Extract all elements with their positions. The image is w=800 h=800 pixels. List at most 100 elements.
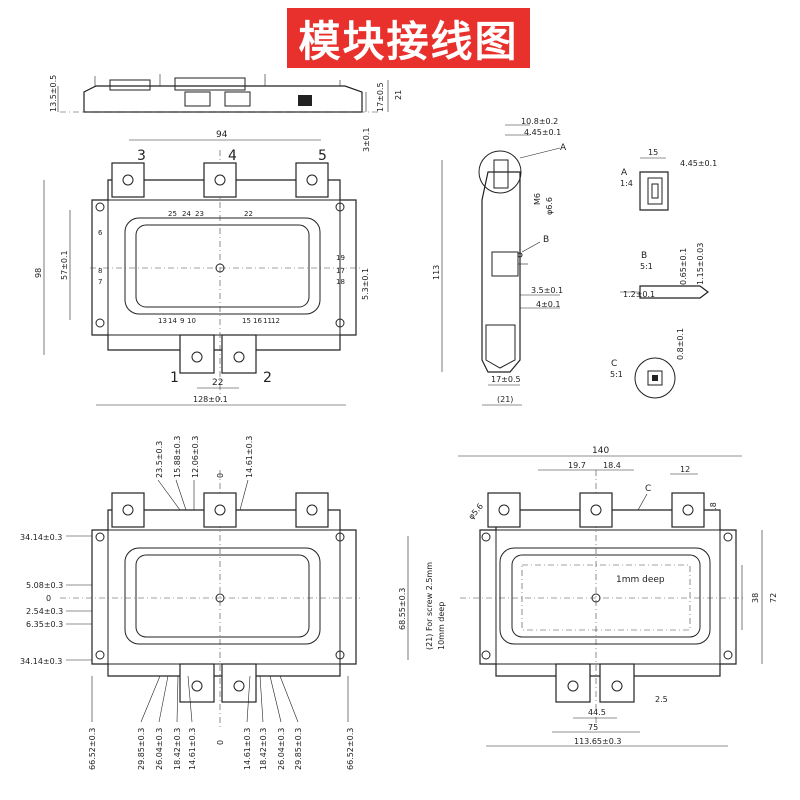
- v4-dim-140: 140: [592, 446, 609, 456]
- dim-57: 57±0.1: [60, 250, 69, 280]
- side-dim-4: 4±0.1: [536, 300, 561, 309]
- side-view: 10.8±0.2 4.45±0.1 A M6 φ6.6 B 113 3.5±0.…: [432, 117, 567, 406]
- pin-9: 9: [180, 317, 184, 325]
- pin-15: 15: [242, 317, 251, 325]
- pin-17: 17: [336, 267, 345, 275]
- v3-bottom-dim-0: 0: [216, 740, 225, 745]
- view-3-plan: 23.5±0.3 15.88±0.3 12.06±0.3 0 14.61±0.3…: [20, 436, 360, 770]
- terminal-1-label: 1: [170, 370, 179, 386]
- v4-dim-19-7: 19.7: [568, 461, 586, 470]
- side-dim-m6: M6: [533, 193, 542, 205]
- side-dim-21: (21): [497, 395, 513, 404]
- page-title: 模块接线图: [287, 8, 530, 68]
- view-1-plan: 94 3±0.1 3 4 5 25 24 23 22 6 8 7 19: [34, 127, 371, 406]
- pin-8: 8: [98, 267, 102, 275]
- detail-b-dim-0-65: 0.65±0.1: [679, 248, 688, 285]
- detail-a-scale: 1:4: [620, 179, 633, 188]
- side-dim-10-8: 10.8±0.2: [521, 117, 558, 126]
- v3-top-dim-14-61: 14.61±0.3: [245, 436, 254, 478]
- v3-bottom-dim-66-52-right: 66.52±0.3: [346, 728, 355, 770]
- side-dim-4-45: 4.45±0.1: [524, 128, 561, 137]
- top-dim-right-2: 21: [394, 90, 403, 100]
- pin-11: 11: [263, 317, 272, 325]
- pin-19: 19: [336, 254, 345, 262]
- v3-bottom-dim-29-85-left: 29.85±0.3: [137, 728, 146, 770]
- side-label-a: A: [560, 143, 567, 153]
- v4-dim-72: 72: [769, 593, 778, 603]
- side-label-b: B: [543, 235, 549, 245]
- top-dim-left: 13.5±0.5: [49, 75, 58, 112]
- pin-7: 7: [98, 278, 102, 286]
- detail-a: A 1:4 15 4.45±0.1: [620, 148, 717, 211]
- detail-c-dim-0-8: 0.8±0.1: [676, 328, 685, 360]
- pin-12: 12: [271, 317, 280, 325]
- v3-bottom-dim-66-52-left: 66.52±0.3: [88, 728, 97, 770]
- v3-bottom-dim-26-04-left: 26.04±0.3: [155, 728, 164, 770]
- detail-c: C 5:1 0.8±0.1: [610, 328, 685, 399]
- v4-screw-note-1: (21) For screw 2.5mm: [425, 562, 434, 650]
- detail-b-dim-1-15: 1.15±0.03: [696, 243, 705, 285]
- side-dim-113: 113: [432, 265, 441, 280]
- v4-dim-12: 12: [680, 465, 690, 474]
- terminal-3-label: 3: [137, 148, 146, 164]
- detail-c-scale: 5:1: [610, 370, 623, 379]
- detail-b: B 5:1 0.65±0.1 1.15±0.03 1.2±0.1: [620, 243, 709, 299]
- pin-25: 25: [168, 210, 177, 218]
- pin-10: 10: [187, 317, 196, 325]
- v4-label-c: C: [645, 484, 651, 494]
- dim-94: 94: [216, 130, 228, 140]
- terminal-4-label: 4: [228, 148, 237, 164]
- v3-top-dim-12-06: 12.06±0.3: [191, 436, 200, 478]
- v4-dim-68-55: 68.55±0.3: [398, 588, 407, 630]
- v4-screw-note-2: 10mm deep: [437, 602, 446, 650]
- v3-bottom-dim-14-61-left: 14.61±0.3: [188, 728, 197, 770]
- v3-bottom-dim-18-42-right: 18.42±0.3: [259, 728, 268, 770]
- dim-5-3: 5.3±0.1: [361, 268, 370, 300]
- pin-14: 14: [168, 317, 177, 325]
- pin-13: 13: [158, 317, 167, 325]
- pin-16: 16: [253, 317, 262, 325]
- detail-b-dim-1-2: 1.2±0.1: [623, 290, 655, 299]
- v3-top-dim-0: 0: [216, 473, 225, 478]
- detail-a-dim-4-45: 4.45±0.1: [680, 159, 717, 168]
- v3-top-dim-15-88: 15.88±0.3: [173, 436, 182, 478]
- v4-dim-18-4: 18.4: [603, 461, 621, 470]
- qr-mark: [298, 95, 312, 106]
- terminal-2-label: 2: [263, 370, 272, 386]
- view-4-plan: 140 19.7 18.4 12 11.8 φ5.6 C (21) For: [398, 446, 778, 747]
- v4-dim-44-5: 44.5: [588, 708, 606, 717]
- v4-dim-38: 38: [751, 593, 760, 603]
- v4-deep-note: 1mm deep: [616, 575, 665, 585]
- dim-128: 128±0.1: [193, 395, 228, 404]
- v3-bottom-dim-14-61-right: 14.61±0.3: [243, 728, 252, 770]
- pin-22: 22: [244, 210, 253, 218]
- top-dim-right-1: 17±0.5: [376, 82, 385, 112]
- pin-18: 18: [336, 278, 345, 286]
- detail-b-scale: 5:1: [640, 262, 653, 271]
- v3-bottom-dim-29-85-right: 29.85±0.3: [294, 728, 303, 770]
- v3-left-dim-34-14-top: 34.14±0.3: [20, 533, 62, 542]
- pin-24: 24: [182, 210, 191, 218]
- dim-22: 22: [212, 378, 223, 388]
- v4-dim-113-65: 113.65±0.3: [574, 737, 621, 746]
- v4-dim-2-5: 2.5: [655, 695, 668, 704]
- detail-b-label: B: [641, 251, 647, 261]
- detail-a-label: A: [621, 168, 628, 178]
- v3-left-dim-2-54: 2.54±0.3: [26, 607, 63, 616]
- v3-top-dim-23-5: 23.5±0.3: [155, 441, 164, 478]
- terminal-5-label: 5: [318, 148, 327, 164]
- top-side-view: 13.5±0.5 17±0.5 21: [49, 74, 403, 113]
- detail-c-label: C: [611, 359, 617, 369]
- v3-left-dim-34-14-bottom: 34.14±0.3: [20, 657, 62, 666]
- v4-dim-75: 75: [588, 723, 598, 732]
- v3-left-dim-5-08: 5.08±0.3: [26, 581, 63, 590]
- side-dim-3-5: 3.5±0.1: [531, 286, 563, 295]
- v4-dim-phi-5-6: φ5.6: [467, 502, 485, 522]
- pin-23: 23: [195, 210, 204, 218]
- v3-left-dim-6-35: 6.35±0.3: [26, 620, 63, 629]
- dim-3-1: 3±0.1: [362, 127, 371, 152]
- v3-bottom-dim-26-04-right: 26.04±0.3: [277, 728, 286, 770]
- side-dim-17: 17±0.5: [491, 375, 521, 384]
- dim-98: 98: [34, 268, 43, 278]
